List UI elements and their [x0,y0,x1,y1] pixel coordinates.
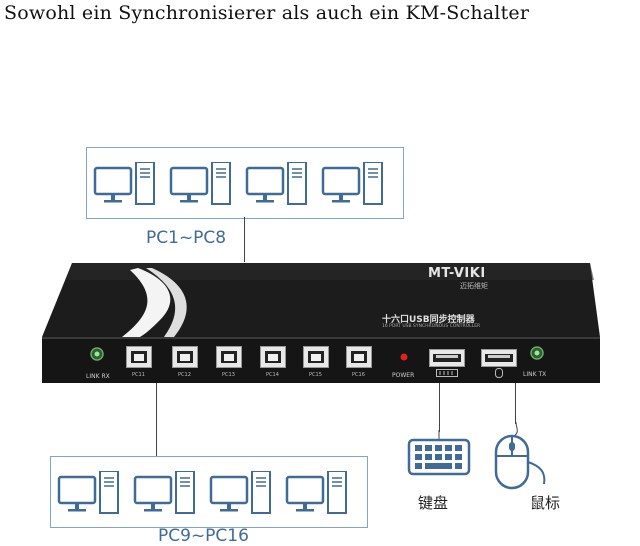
model-en: 16 PORT USB SYNCHRONOUS CONTROLLER [382,324,481,329]
top-computer-group [86,147,404,219]
link-rx-led-icon [90,347,104,361]
usb-b-port[interactable] [303,346,329,372]
usb-a-keyboard-port[interactable] [429,349,465,371]
power-led-icon [400,353,408,361]
port-label: PC13 [222,372,235,378]
top-group-caption: PC1~PC8 [146,228,227,248]
usb-b-port[interactable] [126,346,152,372]
top-link-line [244,217,245,262]
computer-icon [133,471,195,514]
port-label: PC12 [178,372,191,378]
computer-icon [57,471,119,514]
computer-icon [285,471,347,514]
keyboard-port-icon [436,369,458,377]
keyboard-icon [407,430,471,476]
computer-icon [209,471,271,514]
brand-sub: 迈拓维矩 [460,282,488,290]
headline: Sowohl ein Synchronisierer als auch ein … [4,2,530,24]
usb-b-port[interactable] [216,346,242,372]
usb-b-port[interactable] [346,346,372,372]
port-label: PC15 [309,372,322,378]
mouse-port-icon [495,368,503,378]
bottom-group-caption: PC9~PC16 [158,526,249,546]
link-tx-led-icon [530,346,544,360]
computer-icon [245,162,307,205]
mouse-icon [494,422,546,490]
port-label: PC11 [132,372,145,378]
usb-a-mouse-port[interactable] [481,349,517,371]
bottom-link-line [156,378,157,456]
computer-icon [93,162,155,205]
brand-logo: MT-VIKI [428,266,486,281]
keyboard-link-line [439,382,440,432]
computer-icon [321,162,383,205]
port-label: PC14 [266,372,279,378]
link-tx-label: LINK TX [523,371,547,378]
usb-b-port[interactable] [260,346,286,372]
power-label: POWER [392,372,415,379]
model-cn: 十六口USB同步控制器 [382,315,475,325]
bottom-computer-group [50,456,368,528]
link-rx-label: LINK RX [86,373,110,380]
mouse-label: 鼠标 [530,494,561,512]
usb-b-port[interactable] [172,346,198,372]
port-label: PC16 [352,372,365,378]
keyboard-label: 键盘 [418,494,449,512]
mouse-link-line [515,372,516,424]
computer-icon [169,162,231,205]
